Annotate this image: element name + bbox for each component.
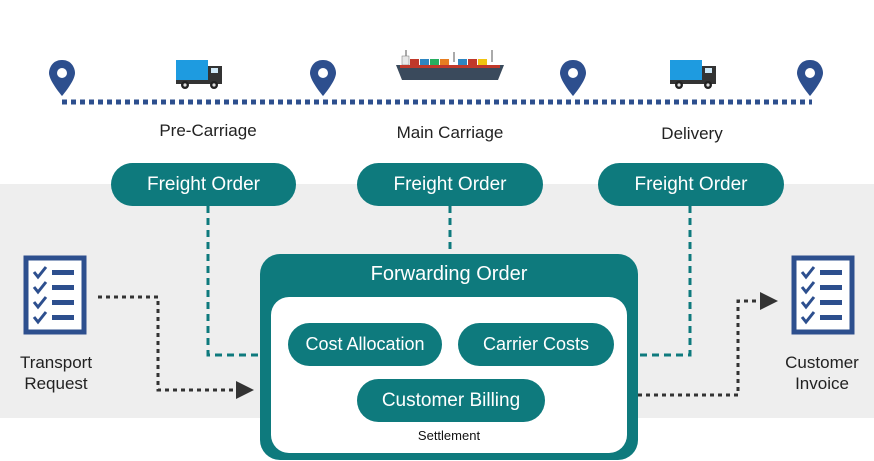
location-pin-icon — [49, 60, 75, 96]
forwarding-order-title: Forwarding Order — [370, 263, 528, 285]
location-pin-icon — [560, 60, 586, 96]
transport-request-arrow-line — [98, 295, 240, 392]
transport-request-label: Transport Request — [10, 352, 102, 394]
freight-order-delivery[interactable]: Freight Order — [598, 163, 784, 206]
location-pin-icon — [310, 60, 336, 96]
truck-icon — [176, 60, 222, 89]
carrier-costs-button[interactable]: Carrier Costs — [458, 323, 614, 366]
arrowhead-icon — [236, 381, 254, 399]
freight-order-connector-right — [638, 206, 692, 357]
customer-invoice-label: Customer Invoice — [776, 352, 868, 394]
checklist-document-icon — [23, 255, 87, 335]
checklist-document-icon — [791, 255, 855, 335]
truck-icon — [670, 60, 716, 89]
transport-request-line1: Transport — [19, 353, 93, 372]
cost-allocation-button[interactable]: Cost Allocation — [288, 323, 442, 366]
freight-order-main-carriage[interactable]: Freight Order — [357, 163, 543, 206]
settlement-area: Cost Allocation Carrier Costs Customer B… — [271, 297, 627, 453]
ship-icon — [396, 50, 504, 80]
forwarding-order-box[interactable]: Forwarding Order Cost Allocation Carrier… — [260, 254, 638, 460]
customer-billing-button[interactable]: Customer Billing — [357, 379, 545, 422]
customer-invoice-arrow-line — [638, 299, 762, 397]
location-pin-icon — [797, 60, 823, 96]
customer-invoice-line1: Customer — [785, 353, 859, 372]
customer-invoice-line2: Invoice — [795, 374, 849, 393]
stage-label-delivery: Delivery — [661, 124, 723, 143]
settlement-label: Settlement — [417, 428, 481, 443]
transport-request-line2: Request — [24, 374, 88, 393]
stage-label-main-carriage: Main Carriage — [396, 123, 504, 142]
freight-order-pre-carriage[interactable]: Freight Order — [111, 163, 296, 206]
stage-label-pre-carriage: Pre-Carriage — [159, 121, 257, 140]
arrowhead-icon — [760, 292, 778, 310]
freight-order-connector-left — [206, 206, 262, 357]
